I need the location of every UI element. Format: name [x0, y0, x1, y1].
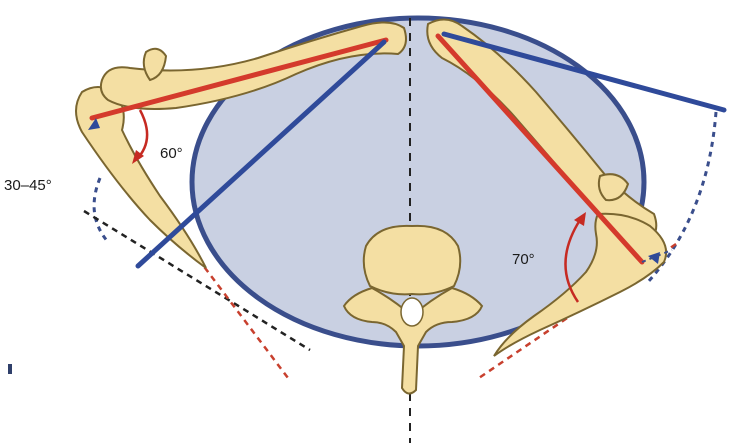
left-range-label: 30–45°	[4, 177, 52, 194]
left-dashed-arc	[94, 178, 108, 242]
vertebral-foramen	[401, 298, 423, 326]
right-angle-label: 70°	[512, 251, 535, 268]
left-angle-label: 60°	[160, 145, 183, 162]
edge-mark	[8, 364, 12, 374]
vertebral-body	[364, 226, 461, 295]
